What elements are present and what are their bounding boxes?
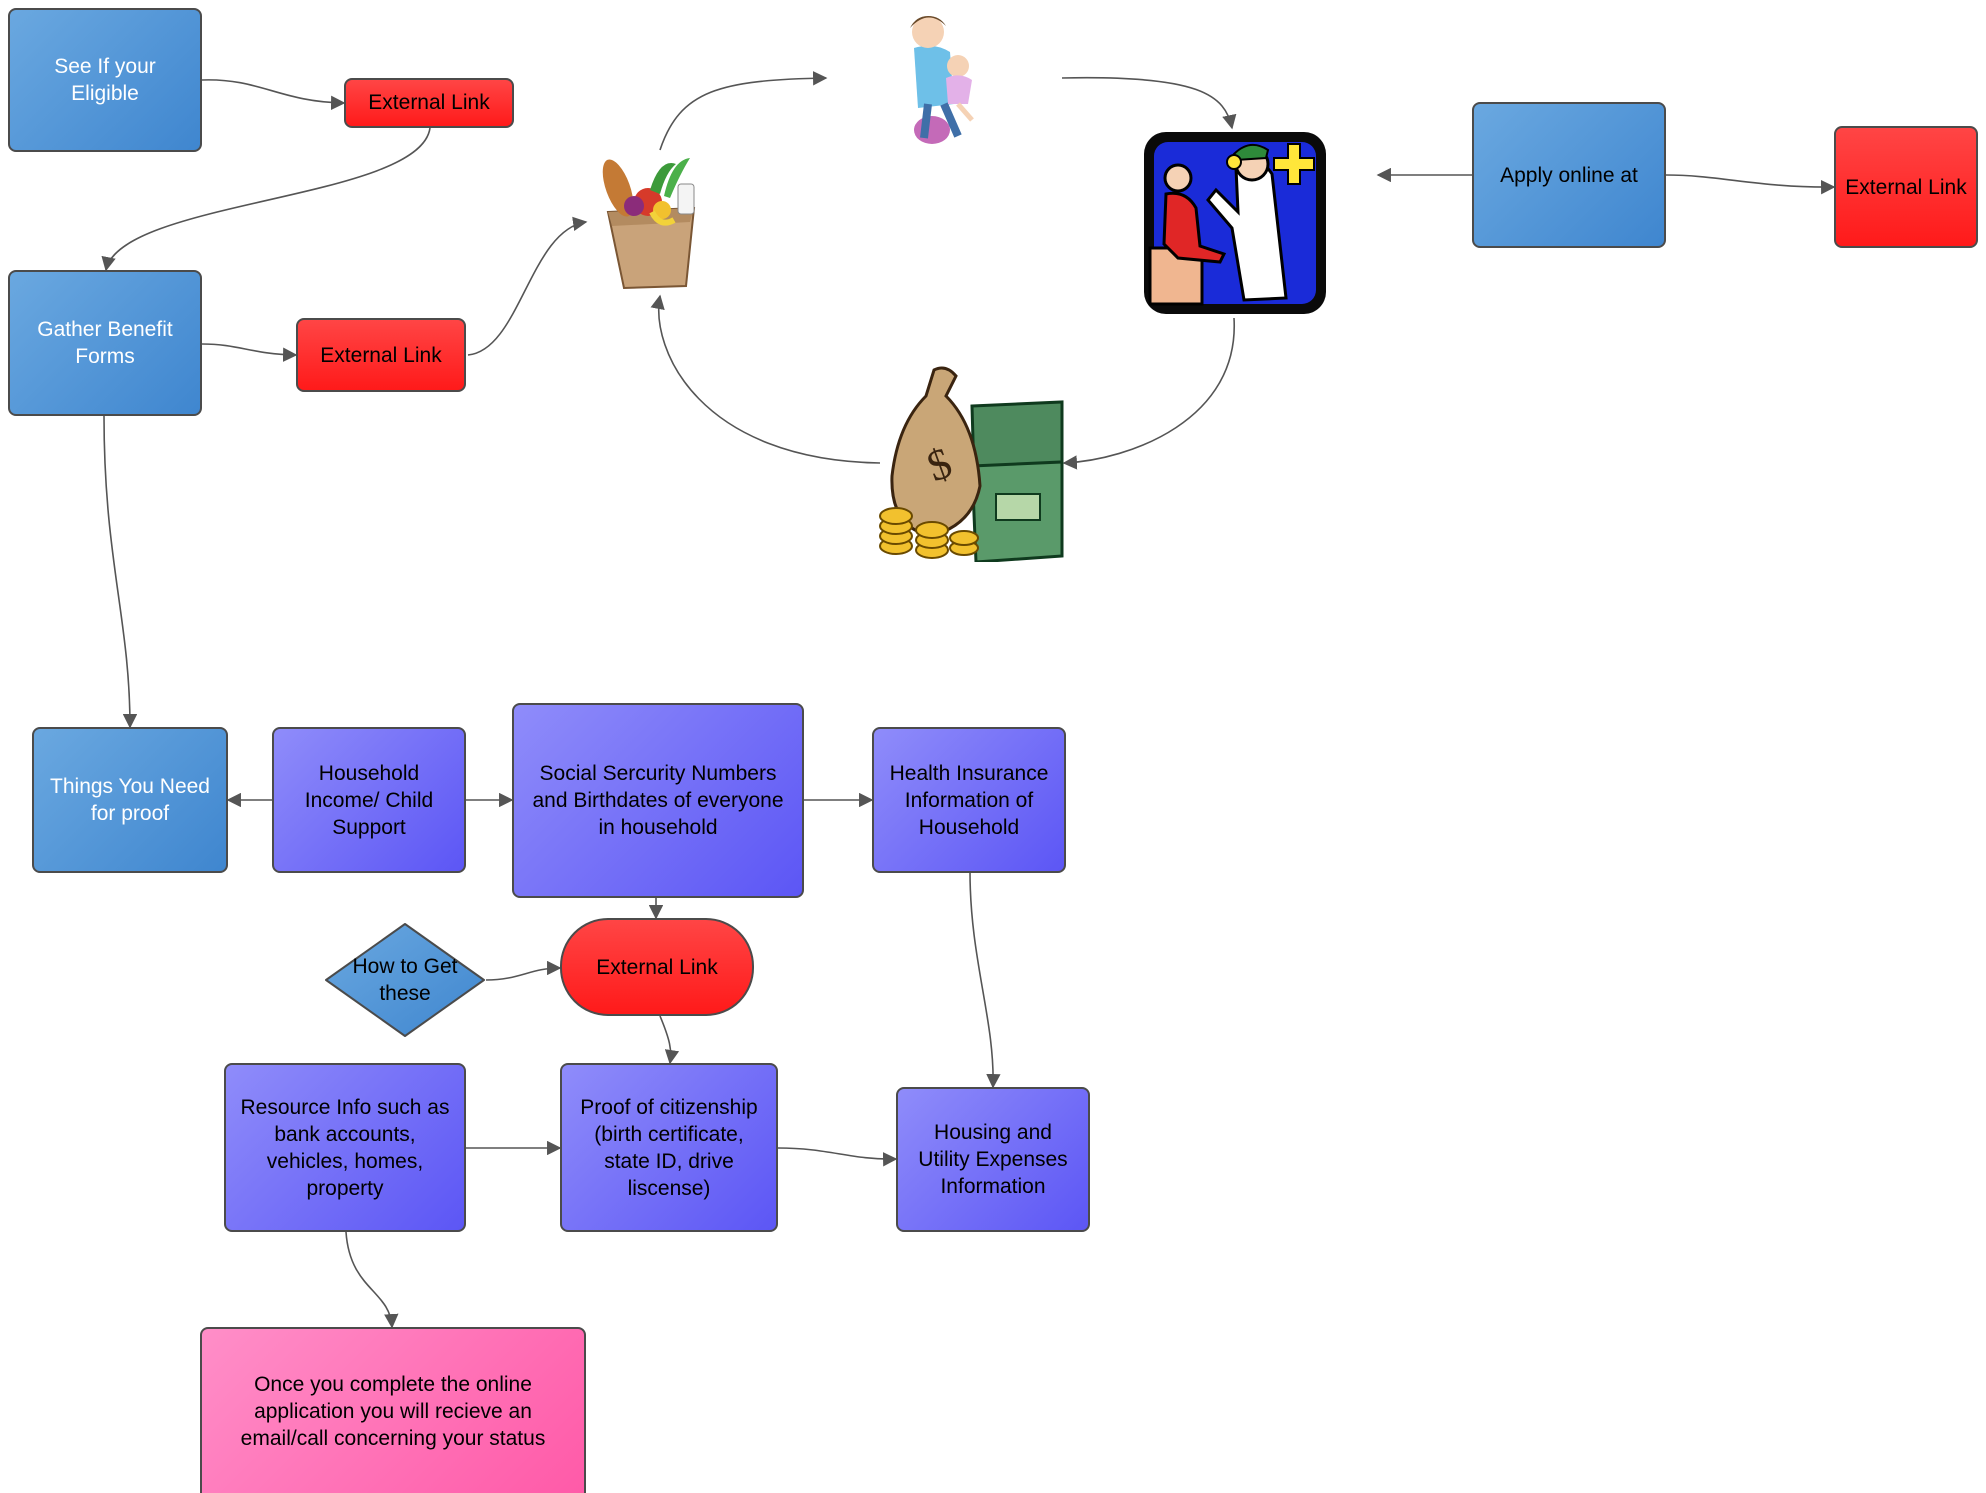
doctor-examining-child-icon (1140, 128, 1330, 318)
health-insurance-label: Health Insurance Information of Househol… (889, 761, 1049, 839)
connector-link-to-groceries (467, 216, 588, 356)
household-income-label: Household Income/ Child Support (304, 761, 434, 839)
connector-mother-to-doctor (1061, 76, 1237, 130)
connector-extlink-to-citizenship (659, 1015, 680, 1065)
connector-howto-to-extlink (485, 960, 562, 981)
things-you-need-box: Things You Need for proof (32, 727, 228, 873)
external-link-label-3[interactable]: External Link (1845, 175, 1967, 199)
how-to-get-these-diamond: How to Get these (324, 922, 486, 1038)
social-security-label: Social Sercurity Numbers and Birthdates … (532, 762, 784, 839)
connector-forms-to-link (201, 343, 298, 362)
external-link-label-1[interactable]: External Link (368, 90, 490, 114)
connector-resource-to-complete (345, 1231, 399, 1329)
external-link-label-4[interactable]: External Link (596, 955, 718, 979)
how-to-get-these-label: How to Get these (352, 955, 458, 1005)
connector-eligible-to-link (201, 79, 346, 110)
things-you-need-label: Things You Need for proof (50, 775, 210, 825)
household-income-box: Household Income/ Child Support (272, 727, 466, 873)
connector-groceries-to-mother (659, 71, 828, 151)
connector-citizenship-to-housing (777, 1147, 898, 1167)
housing-utility-box: Housing and Utility Expenses Information (896, 1087, 1090, 1232)
resource-info-label: Resource Info such as bank accounts, veh… (240, 1095, 450, 1200)
external-link-box-4[interactable]: External Link (560, 918, 754, 1016)
connector-forms-to-things (103, 415, 138, 729)
connector-health-to-housing (969, 871, 1001, 1089)
see-if-eligible-box: See If your Eligible (8, 8, 202, 152)
connector-money-to-groceries (650, 294, 881, 464)
gather-forms-box: Gather Benefit Forms (8, 270, 202, 416)
external-link-box-2[interactable]: External Link (296, 318, 466, 392)
see-if-eligible-label: See If your Eligible (54, 55, 156, 105)
complete-application-box: Once you complete the online application… (200, 1327, 586, 1493)
apply-online-box: Apply online at (1472, 102, 1666, 248)
external-link-box-3[interactable]: External Link (1834, 126, 1978, 248)
mother-and-baby-icon (888, 8, 998, 148)
external-link-box-1[interactable]: External Link (344, 78, 514, 128)
resource-info-box: Resource Info such as bank accounts, veh… (224, 1063, 466, 1232)
housing-utility-label: Housing and Utility Expenses Information (918, 1121, 1068, 1198)
connector-doctor-to-money (1062, 317, 1235, 470)
proof-citizenship-box: Proof of citizenship (birth certificate,… (560, 1063, 778, 1232)
social-security-box: Social Sercurity Numbers and Birthdates … (512, 703, 804, 898)
apply-online-label: Apply online at (1500, 163, 1638, 187)
grocery-bag-icon (590, 150, 720, 290)
connector-link-to-forms (101, 127, 431, 272)
complete-application-label: Once you complete the online application… (240, 1372, 546, 1450)
proof-citizenship-label: Proof of citizenship (birth certificate,… (580, 1095, 758, 1200)
external-link-label-2[interactable]: External Link (320, 343, 442, 367)
connector-apply-to-link (1665, 174, 1836, 195)
money-bag-and-cash-icon: $ (876, 366, 1066, 564)
gather-forms-label: Gather Benefit Forms (37, 318, 173, 368)
health-insurance-box: Health Insurance Information of Househol… (872, 727, 1066, 873)
